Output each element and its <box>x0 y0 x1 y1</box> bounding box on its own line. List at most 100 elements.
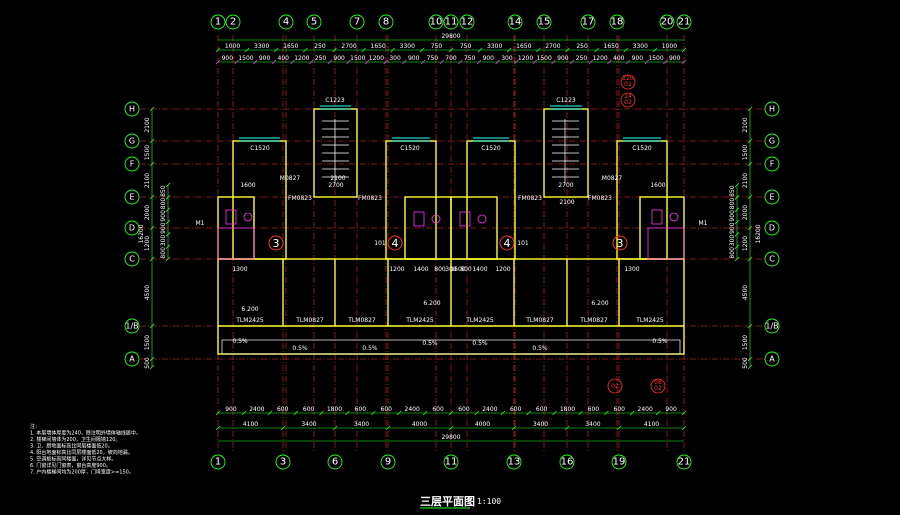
axis-label-left: C <box>129 255 135 264</box>
axis-bubble-bottom <box>380 454 396 470</box>
dim-right-sub-text: 900 <box>729 210 736 222</box>
dim-bottom-row1-text: 600 <box>381 406 393 413</box>
dim-left-sub-tick <box>165 219 171 225</box>
dim-right-sub-text: 800 <box>729 198 736 210</box>
dim-bottom-row1-tick <box>241 410 247 416</box>
window-tag: C1520 <box>400 145 420 152</box>
dim-left-sub-text: 300 <box>160 235 167 247</box>
dim-bottom-row1-tick <box>578 410 583 416</box>
dim-left-text: 500 <box>144 357 151 369</box>
axis-bubble-top <box>349 14 365 30</box>
dim-right-tick <box>747 356 753 362</box>
dim-right-sub-tick <box>734 256 740 262</box>
axis-label-top: 20 <box>661 17 674 28</box>
dim-bottom-row2-text: 4000 <box>412 421 427 428</box>
dim-top-row2-text: 900 <box>408 55 420 62</box>
dim-bottom-row1-text: 900 <box>225 406 237 413</box>
dim-left-sub-text: 800 <box>160 198 167 210</box>
dim-bottom-row1-text: 600 <box>303 406 315 413</box>
axis-label-right: H <box>769 105 775 114</box>
axis-bubble-top <box>659 14 675 30</box>
balcony-door-tag: TLM0827 <box>579 317 608 324</box>
dim-right-sub-tick <box>734 207 740 212</box>
dim-top-row2-text: 300 <box>501 55 513 62</box>
axis-label-top: 14 <box>509 17 522 28</box>
detail-callout-bubble <box>620 92 636 108</box>
dim-top-row1-tick <box>565 47 570 53</box>
axis-bubble-left <box>124 156 140 172</box>
inner-dimension: 1300 <box>232 266 247 273</box>
dim-top-row2-tick <box>215 59 221 65</box>
basin-fixture <box>431 214 441 224</box>
axis-label-right: D <box>769 224 775 233</box>
dim-bottom-row2-tick <box>448 425 454 431</box>
balcony-door-tag: TLM2425 <box>235 317 264 324</box>
dim-top-row2-text: 1500 <box>350 55 365 62</box>
dim-top-row2-text: 250 <box>315 55 327 62</box>
axis-label-left: H <box>129 105 135 114</box>
axis-bubble-top <box>609 14 625 30</box>
dim-top-row2-text: 400 <box>278 55 290 62</box>
dim-right-text: 500 <box>742 357 749 369</box>
dim-top-row1-tick <box>681 47 687 53</box>
axis-bubble-bottom <box>327 454 343 470</box>
dim-top-row2-text: 750 <box>427 55 439 62</box>
dim-top-row2-text: 900 <box>557 55 569 62</box>
axis-label-top: 12 <box>461 17 474 28</box>
dim-top-row2-text: 900 <box>632 55 644 62</box>
misc-tag: 101 <box>374 240 386 247</box>
dim-bottom-row1-text: 2400 <box>249 406 264 413</box>
dim-left-sub-tick <box>165 195 171 200</box>
dim-bottom-row2-text: 4100 <box>243 421 258 428</box>
dim-top-row1-text: 1650 <box>516 43 531 50</box>
dim-bottom-row1-tick <box>371 410 376 416</box>
slope-tag: 0.5% <box>362 345 378 352</box>
dim-bottom-row1-text: 600 <box>536 406 548 413</box>
detail-callout: 02 <box>654 385 662 392</box>
dim-top-row1-text: 1000 <box>662 43 677 50</box>
drawing-scale: 1:100 <box>477 497 501 506</box>
axis-label-right: G <box>769 137 775 146</box>
window-tag: C1520 <box>481 145 501 152</box>
axis-bubble-bottom <box>443 454 459 470</box>
fire-door-tag: FM0823 <box>588 195 612 202</box>
dim-bottom-row1-text: 2400 <box>482 406 497 413</box>
toilet-fixture <box>413 211 425 227</box>
dim-top-row1-tick <box>448 47 454 53</box>
dim-top-row2-tick <box>402 59 407 65</box>
dim-top-row1-tick <box>506 47 512 53</box>
axis-label-bottom: 11 <box>445 457 458 468</box>
axis-label-left: D <box>129 224 135 233</box>
dim-top-row1-tick <box>623 47 629 53</box>
dim-top-row1-text: 250 <box>314 43 326 50</box>
dim-left-tick <box>149 256 155 262</box>
axis-bubble-bottom <box>611 454 627 470</box>
axis-label-top: 11 <box>445 17 458 28</box>
inner-dimension: 2700 <box>558 182 573 189</box>
axis-bubble-bottom <box>559 454 575 470</box>
overall-dim-left-text: 16200 <box>138 224 145 243</box>
dim-right-sub-text: 800 <box>729 247 736 259</box>
dim-top-row1-text: 750 <box>460 43 472 50</box>
dim-top-row1-text: 1650 <box>604 43 619 50</box>
slope-tag: 0.5% <box>532 345 548 352</box>
dim-top-row2-text: 900 <box>222 55 234 62</box>
dim-left-sub-text: 850 <box>160 185 167 197</box>
inner-dimension: 1600 <box>650 182 665 189</box>
dim-bottom-row1-text: 2400 <box>405 406 420 413</box>
axis-bubble-top <box>459 14 475 30</box>
axis-label-top: 10 <box>430 17 443 28</box>
axis-bubble-top <box>580 14 596 30</box>
dim-top-row2-tick <box>308 59 314 65</box>
dim-bottom-row2-text: 3400 <box>585 421 600 428</box>
axis-bubble-bottom <box>210 454 226 470</box>
detail-callout-bubble <box>620 74 636 90</box>
misc-tag: 101 <box>517 240 529 247</box>
fire-door-tag: FM0823 <box>518 195 542 202</box>
dim-right-sub-text: 300 <box>729 235 736 247</box>
axis-bubble-top <box>507 14 523 30</box>
dim-left-text: 2100 <box>144 117 151 132</box>
note-line: 2. 楼梯间墙体为200，卫生间隔墙120。 <box>30 436 120 443</box>
axis-label-top: 18 <box>611 17 624 28</box>
dim-right-sub-tick <box>734 219 740 225</box>
